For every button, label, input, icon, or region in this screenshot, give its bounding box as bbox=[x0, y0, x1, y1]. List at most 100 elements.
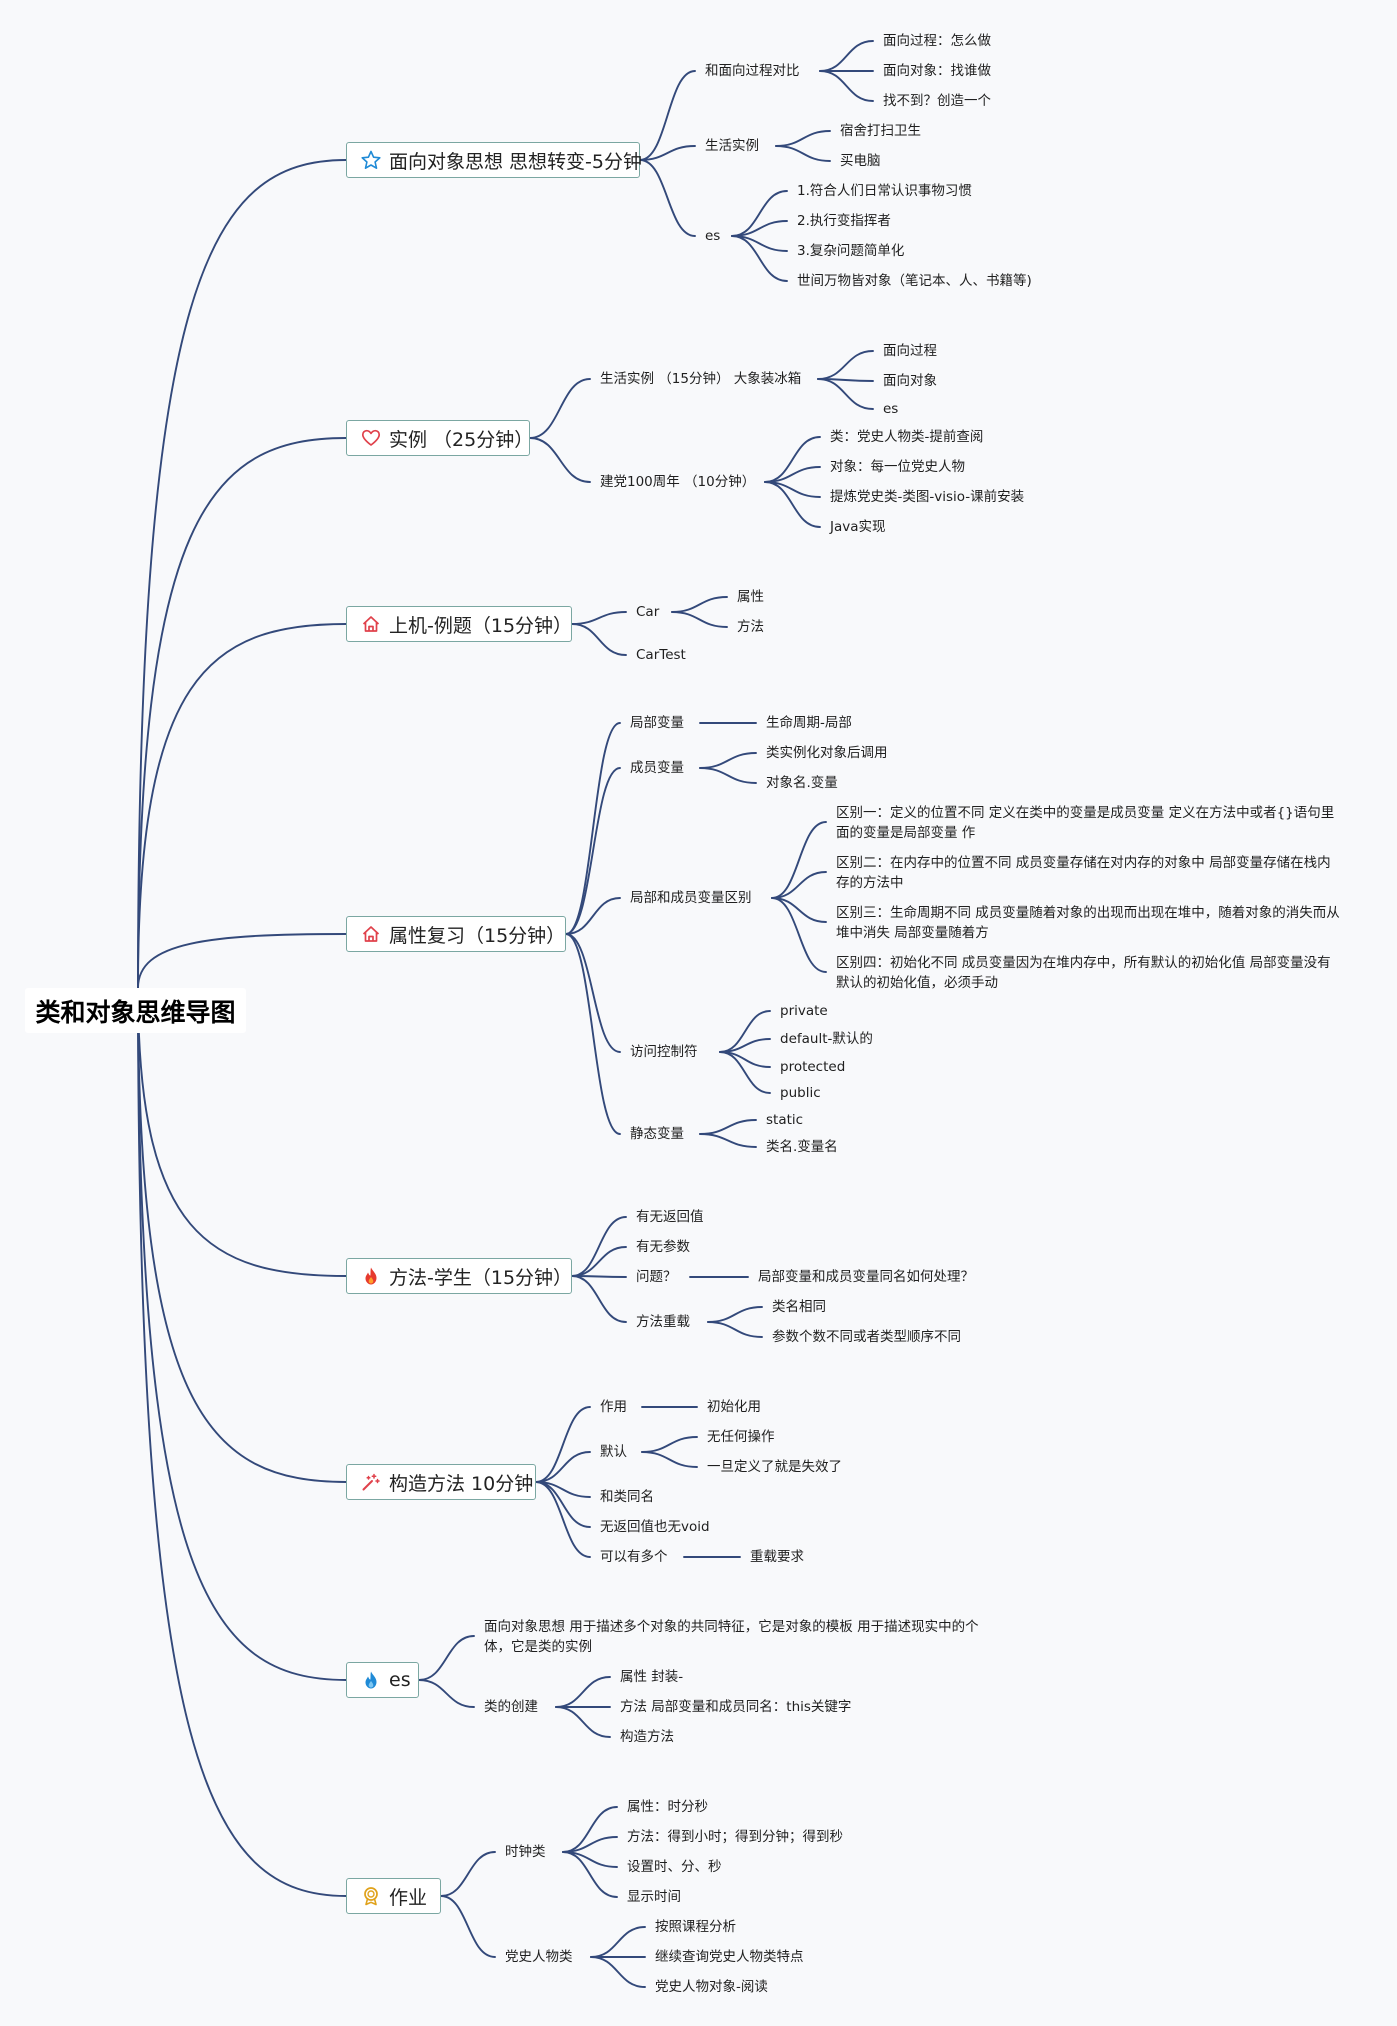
topic-local-variable[interactable]: 局部变量 bbox=[630, 715, 684, 731]
topic-question[interactable]: 问题？ bbox=[636, 1269, 677, 1285]
topic-default[interactable]: 默认 bbox=[600, 1444, 627, 1460]
branch-attribute-review[interactable]: 属性复习（15分钟） bbox=[346, 916, 566, 952]
leaf-item[interactable]: protected bbox=[780, 1059, 846, 1075]
topic-variable-difference[interactable]: 局部和成员变量区别 bbox=[630, 890, 752, 906]
leaf-item[interactable]: 方法：得到小时；得到分钟；得到秒 bbox=[627, 1829, 843, 1845]
branch-homework[interactable]: 作业 bbox=[346, 1878, 441, 1914]
leaf-item[interactable]: es bbox=[883, 401, 899, 417]
leaf-item[interactable]: 局部变量和成员变量同名如何处理？ bbox=[758, 1269, 974, 1285]
topic-no-return[interactable]: 无返回值也无void bbox=[600, 1519, 710, 1535]
leaf-item[interactable]: 类实例化对象后调用 bbox=[766, 745, 888, 761]
topic-member-variable[interactable]: 成员变量 bbox=[630, 760, 684, 776]
branch-label: 方法-学生（15分钟） bbox=[389, 1266, 573, 1289]
leaf-item[interactable]: 找不到？创造一个 bbox=[883, 93, 991, 109]
branch-methods-student[interactable]: 方法-学生（15分钟） bbox=[346, 1258, 572, 1294]
leaf-item[interactable]: 区别四：初始化不同 成员变量因为在堆内存中，所有默认的初始化值 局部变量没有默认… bbox=[836, 955, 1331, 991]
leaf-item[interactable]: 属性：时分秒 bbox=[627, 1799, 708, 1815]
branch-oop-thinking[interactable]: 面向对象思想 思想转变-5分钟 bbox=[346, 142, 642, 178]
leaf-item[interactable]: 一旦定义了就是失效了 bbox=[707, 1459, 842, 1475]
topic-parameters[interactable]: 有无参数 bbox=[636, 1239, 690, 1255]
topic-compare-procedural[interactable]: 和面向过程对比 bbox=[705, 63, 800, 79]
connector-line bbox=[699, 752, 757, 769]
topic-party-person-class[interactable]: 党史人物类 bbox=[505, 1949, 573, 1965]
leaf-item[interactable]: public bbox=[780, 1085, 821, 1101]
leaf-item[interactable]: static bbox=[766, 1112, 804, 1128]
connector-line bbox=[699, 1133, 757, 1148]
topic-elephant-fridge[interactable]: 生活实例 （15分钟） 大象装冰箱 bbox=[600, 371, 802, 387]
leaf-item[interactable]: 类名.变量名 bbox=[766, 1139, 838, 1155]
topic-return-value[interactable]: 有无返回值 bbox=[636, 1209, 704, 1225]
leaf-item[interactable]: 提炼党史类-类图-visio-课前安装 bbox=[830, 489, 1025, 505]
leaf-item[interactable]: 买电脑 bbox=[840, 153, 881, 169]
connector-line bbox=[571, 1216, 627, 1277]
topic-es[interactable]: es bbox=[705, 228, 721, 244]
leaf-item[interactable]: Java实现 bbox=[830, 519, 886, 535]
connector-line bbox=[571, 623, 627, 656]
leaf-item[interactable]: 属性 bbox=[737, 589, 764, 605]
topic-life-example[interactable]: 生活实例 bbox=[705, 138, 759, 154]
topic-class-creation[interactable]: 类的创建 bbox=[484, 1699, 538, 1715]
leaf-item[interactable]: 对象：每一位党史人物 bbox=[830, 459, 965, 475]
leaf-item[interactable]: 1.符合人们日常认识事物习惯 bbox=[797, 183, 972, 199]
leaf-item[interactable]: 参数个数不同或者类型顺序不同 bbox=[772, 1329, 961, 1345]
topic-cartest[interactable]: CarTest bbox=[636, 647, 686, 663]
leaf-item[interactable]: 面向过程：怎么做 bbox=[883, 33, 991, 49]
leaf-item[interactable]: 按照课程分析 bbox=[655, 1919, 736, 1935]
branch-constructor[interactable]: 构造方法 10分钟 bbox=[346, 1464, 536, 1500]
leaf-item[interactable]: 设置时、分、秒 bbox=[627, 1859, 722, 1875]
leaf-item[interactable]: 生命周期-局部 bbox=[766, 715, 852, 731]
leaf-item[interactable]: 区别二：在内存中的位置不同 成员变量存储在对内存的对象中 局部变量存储在栈内存的… bbox=[836, 855, 1331, 891]
leaf-item[interactable]: 方法 bbox=[737, 619, 764, 635]
leaf-item[interactable]: 面向对象：找谁做 bbox=[883, 63, 991, 79]
leaf-item[interactable]: 3.复杂问题简单化 bbox=[797, 243, 905, 259]
star-icon bbox=[361, 150, 381, 170]
leaf-item[interactable]: 面向对象 bbox=[883, 373, 937, 389]
leaf-item[interactable]: 初始化用 bbox=[707, 1399, 761, 1415]
branch-es[interactable]: es bbox=[346, 1662, 419, 1698]
leaf-item[interactable]: 类：党史人物类-提前查阅 bbox=[830, 429, 984, 445]
connector-line bbox=[707, 1306, 763, 1323]
connector-line bbox=[137, 623, 347, 989]
leaf-item[interactable]: 区别一：定义的位置不同 定义在类中的变量是成员变量 定义在方法中或者{}语句里面… bbox=[836, 805, 1335, 841]
topic-purpose[interactable]: 作用 bbox=[600, 1399, 627, 1415]
leaf-item[interactable]: 类名相同 bbox=[772, 1299, 826, 1315]
topic-method-overload[interactable]: 方法重载 bbox=[636, 1314, 690, 1330]
root-topic[interactable]: 类和对象思维导图 bbox=[25, 988, 246, 1033]
leaf-item[interactable]: 构造方法 bbox=[620, 1729, 674, 1745]
leaf-item[interactable]: 对象名.变量 bbox=[766, 775, 838, 791]
leaf-item[interactable]: 继续查询党史人物类特点 bbox=[655, 1949, 804, 1965]
connector-line bbox=[555, 1706, 611, 1738]
branch-label: 上机-例题（15分钟） bbox=[389, 614, 573, 637]
topic-oop-definition[interactable]: 面向对象思想 用于描述多个对象的共同特征，它是对象的模板 用于描述现实中的个体，… bbox=[484, 1619, 979, 1655]
topic-car[interactable]: Car bbox=[636, 604, 660, 620]
leaf-item[interactable]: 2.执行变指挥者 bbox=[797, 213, 891, 229]
leaf-item[interactable]: default-默认的 bbox=[780, 1031, 873, 1047]
leaf-item[interactable]: 重载要求 bbox=[750, 1549, 804, 1565]
leaf-item[interactable]: 面向过程 bbox=[883, 343, 937, 359]
connector-line bbox=[565, 933, 621, 1053]
branch-lab-example[interactable]: 上机-例题（15分钟） bbox=[346, 606, 572, 642]
topic-clock-class[interactable]: 时钟类 bbox=[505, 1844, 546, 1860]
leaf-item[interactable]: 区别三：生命周期不同 成员变量随着对象的出现而出现在堆中，随着对象的消失而从堆中… bbox=[836, 905, 1340, 941]
branch-label: 实例 （25分钟） bbox=[389, 428, 534, 451]
connector-line bbox=[771, 821, 827, 899]
connector-line bbox=[641, 1451, 698, 1468]
connector-line bbox=[137, 987, 347, 1483]
connector-line bbox=[137, 437, 347, 989]
connector-line bbox=[775, 145, 831, 162]
topic-static-variable[interactable]: 静态变量 bbox=[630, 1126, 684, 1142]
topic-multiple[interactable]: 可以有多个 bbox=[600, 1549, 668, 1565]
leaf-item[interactable]: private bbox=[780, 1003, 828, 1019]
leaf-item[interactable]: 党史人物对象-阅读 bbox=[655, 1979, 768, 1995]
leaf-item[interactable]: 方法 局部变量和成员同名：this关键字 bbox=[620, 1699, 852, 1715]
leaf-item[interactable]: 显示时间 bbox=[627, 1889, 681, 1905]
leaf-item[interactable]: 无任何操作 bbox=[707, 1429, 775, 1445]
branch-examples[interactable]: 实例 （25分钟） bbox=[346, 420, 534, 456]
topic-access-modifier[interactable]: 访问控制符 bbox=[630, 1044, 698, 1060]
leaf-item[interactable]: 世间万物皆对象（笔记本、人、书籍等) bbox=[797, 273, 1032, 289]
connector-line bbox=[719, 1051, 771, 1094]
leaf-item[interactable]: 属性 封装- bbox=[620, 1669, 684, 1685]
topic-party-100-years[interactable]: 建党100周年 （10分钟） bbox=[600, 474, 756, 490]
topic-same-name[interactable]: 和类同名 bbox=[600, 1489, 654, 1505]
leaf-item[interactable]: 宿舍打扫卫生 bbox=[840, 123, 921, 139]
